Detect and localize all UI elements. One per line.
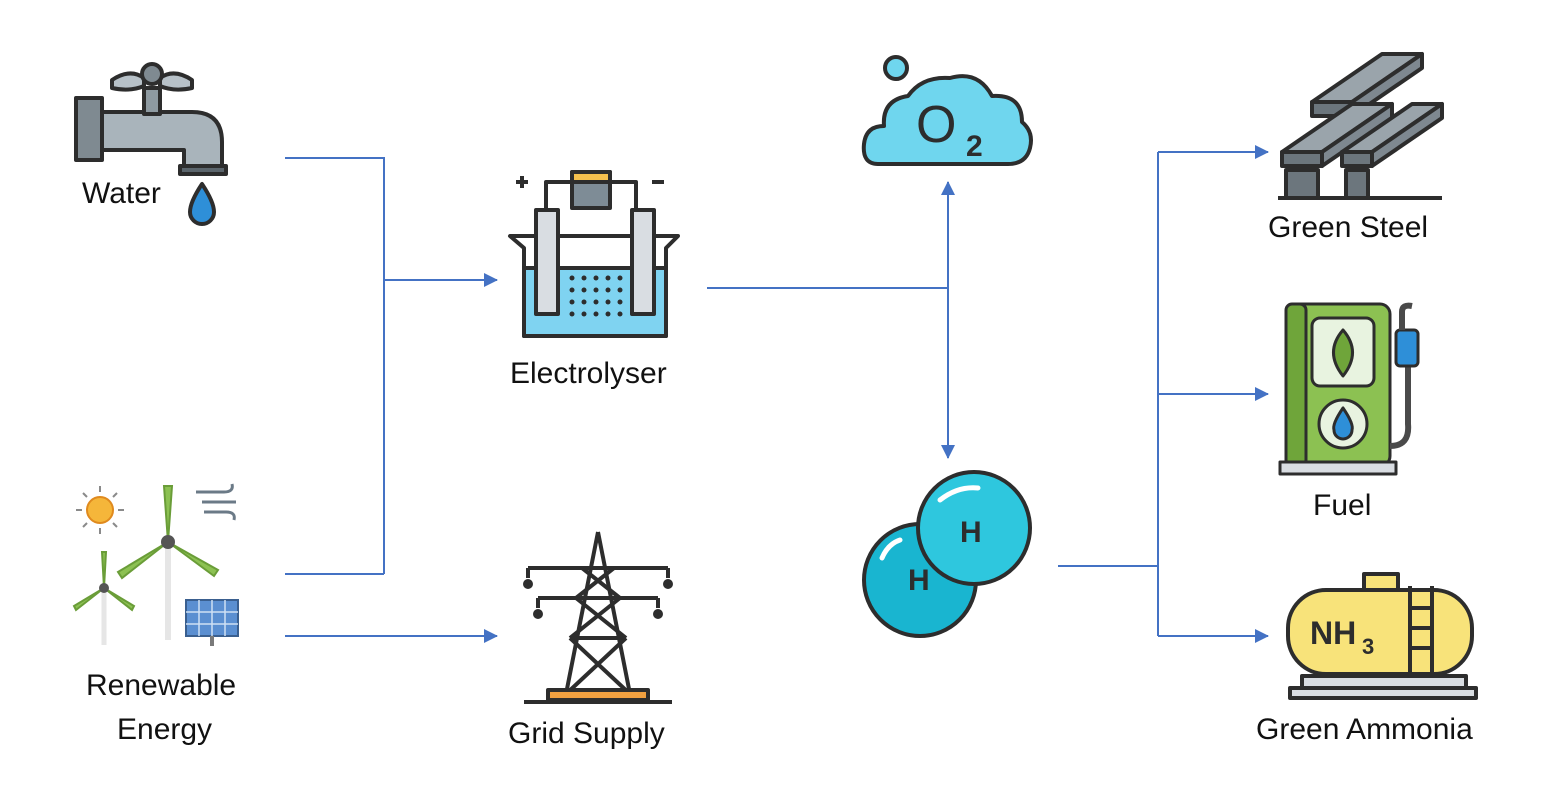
sun-icon — [76, 486, 124, 534]
wind-icon — [196, 483, 236, 521]
solar-panel-icon — [185, 599, 239, 646]
electrolyser-label: Electrolyser — [510, 357, 667, 390]
electrolyser-icon — [508, 170, 680, 338]
renewable-energy-icon — [72, 483, 239, 646]
oxygen-subscript: 2 — [966, 130, 983, 163]
steel-bars-icon — [1278, 52, 1444, 200]
ammonia-formula: NH — [1310, 615, 1356, 651]
oxygen-symbol: O — [916, 96, 956, 154]
hydrogen-molecule-icon: H H — [862, 470, 1032, 638]
renewable-label-line1: Renewable — [86, 669, 237, 702]
renewable-label-line2: Energy — [117, 713, 213, 746]
oxygen-cloud-icon: O 2 — [861, 55, 1033, 166]
power-tower-icon — [523, 531, 673, 704]
steel-label: Green Steel — [1268, 211, 1429, 244]
fuel-label: Fuel — [1313, 489, 1372, 522]
hydrogen-atom-h1: H — [960, 516, 982, 549]
ammonia-label: Green Ammonia — [1256, 713, 1473, 746]
small-wind-turbine-icon — [72, 551, 136, 645]
wind-turbine-icon — [116, 485, 220, 640]
water-connector — [285, 157, 385, 574]
hydrogen-atom-h2: H — [908, 564, 930, 597]
fuel-pump-icon — [1278, 302, 1420, 476]
water-label: Water — [82, 177, 161, 210]
ammonia-subscript: 3 — [1362, 634, 1374, 659]
water-tap-icon — [74, 62, 228, 226]
ammonia-tank-icon: NH 3 — [1286, 572, 1478, 700]
grid-label: Grid Supply — [508, 717, 665, 750]
